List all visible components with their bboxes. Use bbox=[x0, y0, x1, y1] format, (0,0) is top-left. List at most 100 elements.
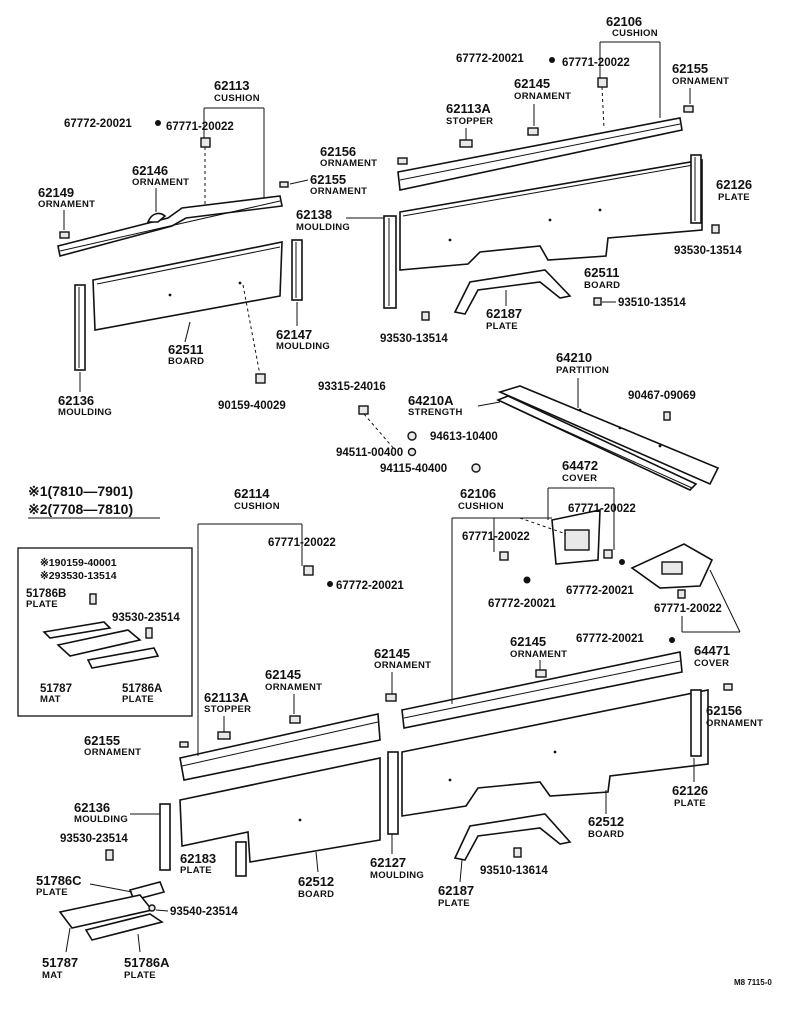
labels-upper-left: 62113 CUSHION 67772-20021 67771-20022 62… bbox=[38, 78, 367, 418]
bolt-93540-23514 bbox=[148, 904, 156, 912]
inset-plate-51786A bbox=[86, 647, 160, 669]
label-64472-name: COVER bbox=[562, 473, 597, 484]
label-62113A-ll-name: STOPPER bbox=[204, 704, 251, 715]
label-62512-lr-num: 62512 bbox=[588, 814, 624, 829]
labels-middle: 64210 PARTITION 64210A STRENGTH 93315-24… bbox=[318, 350, 696, 475]
label-51787-ll-name: MAT bbox=[42, 970, 63, 981]
label-62145-lr-b-name: ORNAMENT bbox=[510, 649, 567, 660]
label-62511-ul-num: 62511 bbox=[168, 342, 203, 357]
label-62106-ur-name: CUSHION bbox=[612, 28, 658, 39]
label-62113A-ll-num: 62113A bbox=[204, 690, 249, 705]
label-93315-24016: 93315-24016 bbox=[318, 381, 386, 393]
label-62127-num: 62127 bbox=[370, 855, 406, 870]
label-62155-ll-num: 62155 bbox=[84, 733, 120, 748]
inset-plate-b-name: PLATE bbox=[26, 599, 58, 610]
label-62145-ll-num: 62145 bbox=[265, 667, 301, 682]
clip-67771-20022-lower-left bbox=[303, 565, 314, 576]
labels-upper-right: 62106 CUSHION 67772-20021 67771-20022 62… bbox=[296, 14, 752, 345]
label-67771-20022-ul: 67771-20022 bbox=[166, 121, 234, 133]
bolt-93530-23514-lower bbox=[105, 849, 114, 861]
label-51786C-name: PLATE bbox=[36, 887, 68, 898]
inset-bolt-icon bbox=[89, 593, 97, 605]
strength-64210A bbox=[495, 395, 698, 491]
board-62512-left bbox=[179, 757, 381, 863]
ornament-62145-upper bbox=[527, 127, 539, 136]
legend-line-2: ※2(7708—7810) bbox=[28, 501, 133, 517]
stopper-62113A-upper bbox=[459, 139, 473, 148]
upper-right-group bbox=[383, 57, 720, 321]
inset-bolt1-label: ※190159-40001 bbox=[40, 557, 117, 569]
label-62114-name: CUSHION bbox=[234, 501, 280, 512]
inset-plate-51786B bbox=[42, 621, 112, 639]
bolt-93315-24016 bbox=[358, 405, 369, 415]
bolt-93530-13514-upper bbox=[421, 311, 430, 321]
label-62183-num: 62183 bbox=[180, 851, 216, 866]
label-62136-ul-name: MOULDING bbox=[58, 407, 112, 418]
inset-plate-a-number: 51786A bbox=[122, 683, 162, 695]
label-62113A-ur-name: STOPPER bbox=[446, 116, 493, 127]
label-51787-ll-num: 51787 bbox=[42, 955, 78, 970]
label-62156-ur-name: ORNAMENT bbox=[320, 158, 377, 169]
moulding-62138 bbox=[383, 215, 397, 309]
label-62512-ll-name: BOARD bbox=[298, 889, 334, 900]
moulding-62136-upper bbox=[74, 284, 86, 371]
label-62114-num: 62114 bbox=[234, 486, 270, 501]
clip-67771-20022-cover-b bbox=[677, 589, 686, 599]
partition-64210 bbox=[497, 385, 720, 486]
plate-62187-lower bbox=[453, 813, 572, 861]
ornament-62145-lower-b bbox=[535, 669, 547, 678]
plate-62183 bbox=[235, 841, 247, 877]
label-62145-lr-a-num: 62145 bbox=[374, 646, 410, 661]
inset-mat-number: 51787 bbox=[40, 683, 72, 695]
label-93540-23514: 93540-23514 bbox=[170, 906, 238, 918]
label-67771-20022-lr-b: 67771-20022 bbox=[568, 503, 636, 515]
label-62145-lr-a-name: ORNAMENT bbox=[374, 660, 431, 671]
label-93510-13614: 93510-13614 bbox=[480, 865, 548, 877]
label-62136-ul-num: 62136 bbox=[58, 393, 94, 408]
cushion-rail-62114 bbox=[179, 713, 381, 781]
plate-51786A-lower bbox=[84, 913, 164, 941]
label-62183-name: PLATE bbox=[180, 865, 212, 876]
label-62113-num: 62113 bbox=[214, 78, 249, 93]
label-62512-lr-name: BOARD bbox=[588, 829, 624, 840]
inset-mat-51787 bbox=[56, 629, 142, 657]
label-62113A-ur-num: 62113A bbox=[446, 101, 491, 116]
label-62149-num: 62149 bbox=[38, 185, 74, 200]
inset-bolt2-label: ※293530-13514 bbox=[40, 570, 117, 582]
label-62145-ur-name: ORNAMENT bbox=[514, 91, 571, 102]
inset-bolt3-icon bbox=[145, 627, 153, 639]
label-62138-num: 62138 bbox=[296, 207, 332, 222]
ornament-62146 bbox=[146, 212, 167, 223]
label-51786A-ll-num: 51786A bbox=[124, 955, 170, 970]
bolt-93530-13514-right bbox=[711, 224, 720, 234]
label-62156-ur-num: 62156 bbox=[320, 144, 356, 159]
label-62136-ll-name: MOULDING bbox=[74, 814, 128, 825]
legend: ※1(7810—7901) ※2(7708—7810) bbox=[28, 483, 160, 519]
nut-94511-00400 bbox=[407, 447, 417, 457]
label-62187-lr-name: PLATE bbox=[438, 898, 470, 909]
label-62511-ul-name: BOARD bbox=[168, 356, 204, 367]
upper-left-group bbox=[57, 120, 303, 384]
bolt-93510-13514-upper bbox=[593, 297, 602, 306]
board-62511-right bbox=[399, 159, 703, 271]
label-67771-20022-lr-c: 67771-20022 bbox=[654, 603, 722, 615]
label-62145-ur-num: 62145 bbox=[514, 76, 550, 91]
label-62155-ul-name: ORNAMENT bbox=[310, 186, 367, 197]
label-90467-09069: 90467-09069 bbox=[628, 390, 696, 402]
label-93510-13514-ur: 93510-13514 bbox=[618, 297, 686, 309]
label-90159-40029: 90159-40029 bbox=[218, 400, 286, 412]
labels-lower-right: 62106 CUSHION 67771-20022 67772-20021 64… bbox=[370, 458, 763, 909]
nut-94115-40400 bbox=[471, 463, 481, 473]
plate-62126-lower bbox=[690, 689, 702, 757]
clip-67772-20021 bbox=[155, 120, 161, 126]
washer-94613-10400 bbox=[407, 431, 417, 441]
label-62149-name: ORNAMENT bbox=[38, 199, 95, 210]
labels-lower-left: 62114 CUSHION 67771-20022 67772-20021 62… bbox=[36, 486, 404, 981]
label-64471-num: 64471 bbox=[694, 643, 730, 658]
clip-67771-20022-cover bbox=[603, 549, 613, 559]
label-62187-ur-name: PLATE bbox=[486, 321, 518, 332]
label-67772-20021-ll: 67772-20021 bbox=[336, 580, 404, 592]
inset-mat-name: MAT bbox=[40, 694, 61, 705]
plate-62187-upper bbox=[453, 269, 572, 315]
clip-67771-20022-upper-right bbox=[597, 77, 608, 88]
